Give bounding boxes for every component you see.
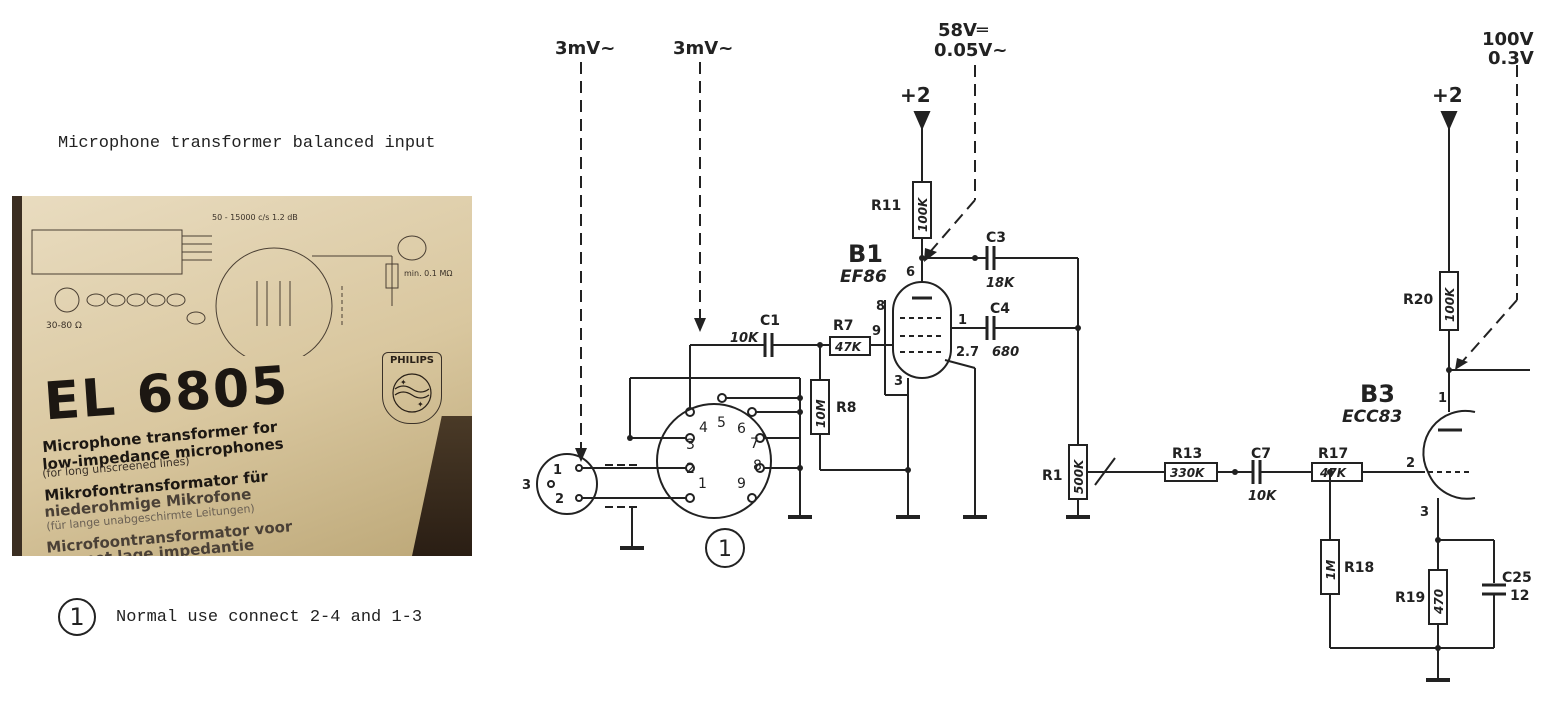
b3-pin-1: 1 [1438,391,1447,406]
b1-type-label: EF86 [840,267,887,287]
b1-dc-level-label: 58V═ [938,20,989,41]
r1-ref: R1 [1042,468,1063,484]
b1-supply-label: +2 [900,83,931,107]
note-text: Normal use connect 2-4 and 1-3 [116,607,423,627]
small-conn-pin-3: 3 [522,478,531,493]
input2-level-label: 3mV~ [673,38,733,59]
b3-pin-3: 3 [1420,505,1429,520]
r18-value: 1M [1324,560,1338,580]
c25-value: 12 [1510,588,1529,604]
freq-label: 50 - 15000 c/s 1.2 dB [212,213,298,222]
philips-logo: PHILIPS ✦ ✦ [382,352,442,424]
min-resistance-label: min. 0.1 MΩ [404,269,452,278]
caption-text: Microphone transformer balanced input [58,134,436,153]
large-conn-pin-3: 3 [686,437,695,453]
b3-type-label: ECC83 [1342,407,1402,427]
large-conn-pin-5: 5 [717,415,726,431]
r17-value: 47K [1319,466,1348,480]
small-conn-pin-2: 2 [555,492,564,507]
b3-ac-level-label: 0.3V [1488,48,1534,69]
r8-value: 10M [814,399,828,428]
r7-value: 47K [834,340,863,354]
b1-pin-1: 1 [958,313,967,328]
philips-shield-icon: ✦ ✦ [392,373,432,413]
small-conn-pin-1: 1 [553,463,562,478]
b1-pin-3: 3 [894,374,903,389]
box-wiring-drawing: 30-80 Ω 50 - 15000 c/s 1.2 dB min. 0.1 M… [31,213,452,356]
b3-ref-label: B3 [1360,380,1395,408]
b1-ref-label: B1 [848,240,883,268]
b3-supply-arrow [1440,111,1458,131]
r19-value: 470 [1432,589,1446,615]
b1-level-arrowhead [924,248,937,262]
connection-note: 1 Normal use connect 2-4 and 1-3 [58,596,422,638]
large-conn-pin-1: 1 [698,476,707,492]
c25-ref: C25 [1502,570,1532,586]
c7-value: 10K [1248,489,1277,504]
transformer-housing-circle [215,247,333,356]
c3-value: 18K [986,276,1015,291]
b3-tube-envelope [1422,409,1476,500]
connector-marker-circle [705,528,745,568]
r11-value: 100K [916,196,930,232]
connector-marker-label: 1 [718,537,732,562]
r19-ref: R19 [1395,590,1425,606]
c3-ref: C3 [986,230,1006,246]
large-connector-body [656,403,772,519]
amplifier-schematic: 3mV~ 3mV~ 58V═ 0.05V~ 100V 0.3V +2 +2 B1… [522,20,1534,682]
input2-arrowhead [694,318,706,332]
large-conn-pin-4: 4 [699,420,708,436]
small-connector-body [536,453,598,515]
philips-logo-label: PHILIPS [389,355,435,366]
b1-pin-8: 8 [876,299,885,314]
b3-supply-label: +2 [1432,83,1463,107]
photo-shadow-left [12,196,22,556]
box-outline-rect [31,229,183,275]
large-conn-pin-9: 9 [737,476,746,492]
c7-ref: C7 [1251,446,1271,462]
b3-pin-2: 2 [1406,456,1415,471]
large-conn-pin-6: 6 [737,421,746,437]
large-conn-pin-8: 8 [753,458,762,474]
impedance-label: 30-80 Ω [46,321,82,331]
photo-dark-object [412,416,472,556]
r13-ref: R13 [1172,446,1202,462]
r1-value: 500K [1072,458,1086,494]
r8-ref: R8 [836,400,857,416]
large-conn-pin-2: 2 [686,461,695,477]
r11-ref: R11 [871,198,901,214]
b1-pin-9: 9 [872,324,881,339]
r20-value: 100K [1443,286,1457,322]
r13-value: 330K [1170,466,1206,480]
b3-level-arrowhead [1455,358,1468,370]
b1-tube-envelope [892,281,952,379]
input1-arrowhead [575,448,587,462]
r7-ref: R7 [833,318,854,334]
b1-pin-2-7: 2.7 [956,345,979,360]
r17-ref: R17 [1318,446,1348,462]
b1-supply-arrow [913,111,931,131]
c1-value: 10K [730,331,759,346]
b1-ac-level-label: 0.05V~ [934,40,1007,61]
transformer-box-photo: 30-80 Ω 50 - 15000 c/s 1.2 dB min. 0.1 M… [12,196,472,556]
svg-text:✦: ✦ [400,378,407,387]
c1-ref: C1 [760,313,780,329]
b3-dc-level-label: 100V [1482,29,1534,50]
c4-value: 680 [992,345,1019,360]
b1-pin-6: 6 [906,265,915,280]
input1-level-label: 3mV~ [555,38,615,59]
c4-ref: C4 [990,301,1010,317]
note-marker-circle: 1 [58,598,96,636]
large-conn-pin-7: 7 [750,436,759,452]
r20-ref: R20 [1403,292,1434,308]
r18-ref: R18 [1344,560,1374,576]
svg-text:✦: ✦ [417,400,424,409]
